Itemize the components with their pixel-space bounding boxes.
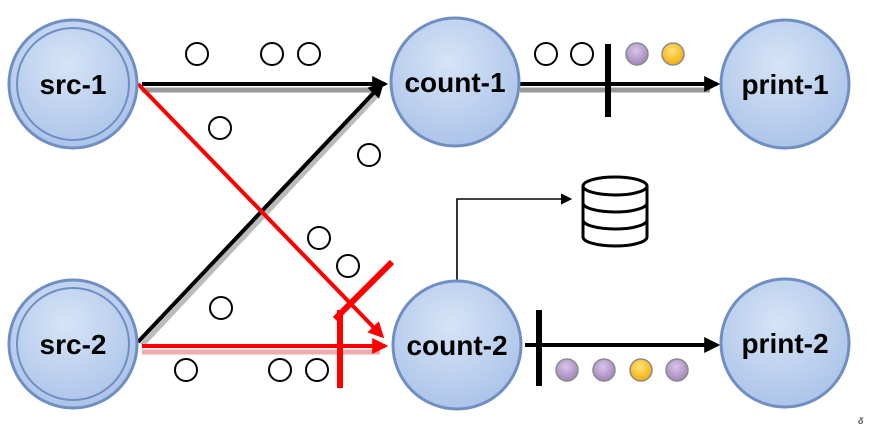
edge-src2-count1 bbox=[136, 81, 385, 344]
token-orange bbox=[661, 42, 685, 66]
record-circle bbox=[297, 42, 321, 66]
record-circle bbox=[305, 358, 329, 382]
record-group-count1-print1 bbox=[534, 42, 594, 66]
record-circle bbox=[174, 358, 198, 382]
token-group-count1-print1 bbox=[625, 42, 685, 66]
node-label-src-1: src-1 bbox=[40, 69, 107, 100]
record-circle bbox=[570, 42, 594, 66]
node-count-1: count-1 bbox=[389, 16, 521, 148]
edge-shadow bbox=[140, 92, 380, 347]
node-print-2: print-2 bbox=[719, 277, 851, 409]
node-label-count-1: count-1 bbox=[404, 67, 505, 98]
edge-src1-count2 bbox=[136, 82, 385, 339]
node-label-print-1: print-1 bbox=[741, 69, 828, 100]
record-group-src1-count2 bbox=[307, 226, 360, 278]
record-circle bbox=[260, 42, 284, 66]
barrier-src1-count2 bbox=[332, 259, 395, 322]
node-src-1: src-1 bbox=[7, 18, 139, 150]
token-purple bbox=[665, 358, 689, 382]
record-circle bbox=[209, 296, 233, 320]
node-print-1: print-1 bbox=[719, 18, 851, 150]
node-count-2: count-2 bbox=[391, 279, 523, 411]
record-circle bbox=[208, 116, 232, 140]
record-group-src2-count2 bbox=[174, 358, 329, 382]
corner-mark: δ bbox=[858, 416, 864, 426]
record-circle bbox=[357, 143, 381, 167]
node-label-src-2: src-2 bbox=[40, 329, 107, 360]
token-purple bbox=[625, 42, 649, 66]
token-group-count2-print2 bbox=[555, 358, 689, 382]
record-circle bbox=[268, 358, 292, 382]
node-label-print-2: print-2 bbox=[741, 328, 828, 359]
record-circle bbox=[307, 226, 331, 250]
record-circle bbox=[336, 254, 360, 278]
edge-count2-storage bbox=[456, 193, 573, 285]
database-icon bbox=[581, 175, 649, 248]
token-purple bbox=[592, 358, 616, 382]
record-circle bbox=[185, 42, 209, 66]
token-orange bbox=[629, 358, 653, 382]
token-purple bbox=[555, 358, 579, 382]
node-label-count-2: count-2 bbox=[406, 330, 507, 361]
record-group-src2-count1 bbox=[208, 116, 381, 320]
record-group-src1-count1 bbox=[185, 42, 321, 66]
record-circle bbox=[534, 42, 558, 66]
node-src-2: src-2 bbox=[7, 278, 139, 410]
